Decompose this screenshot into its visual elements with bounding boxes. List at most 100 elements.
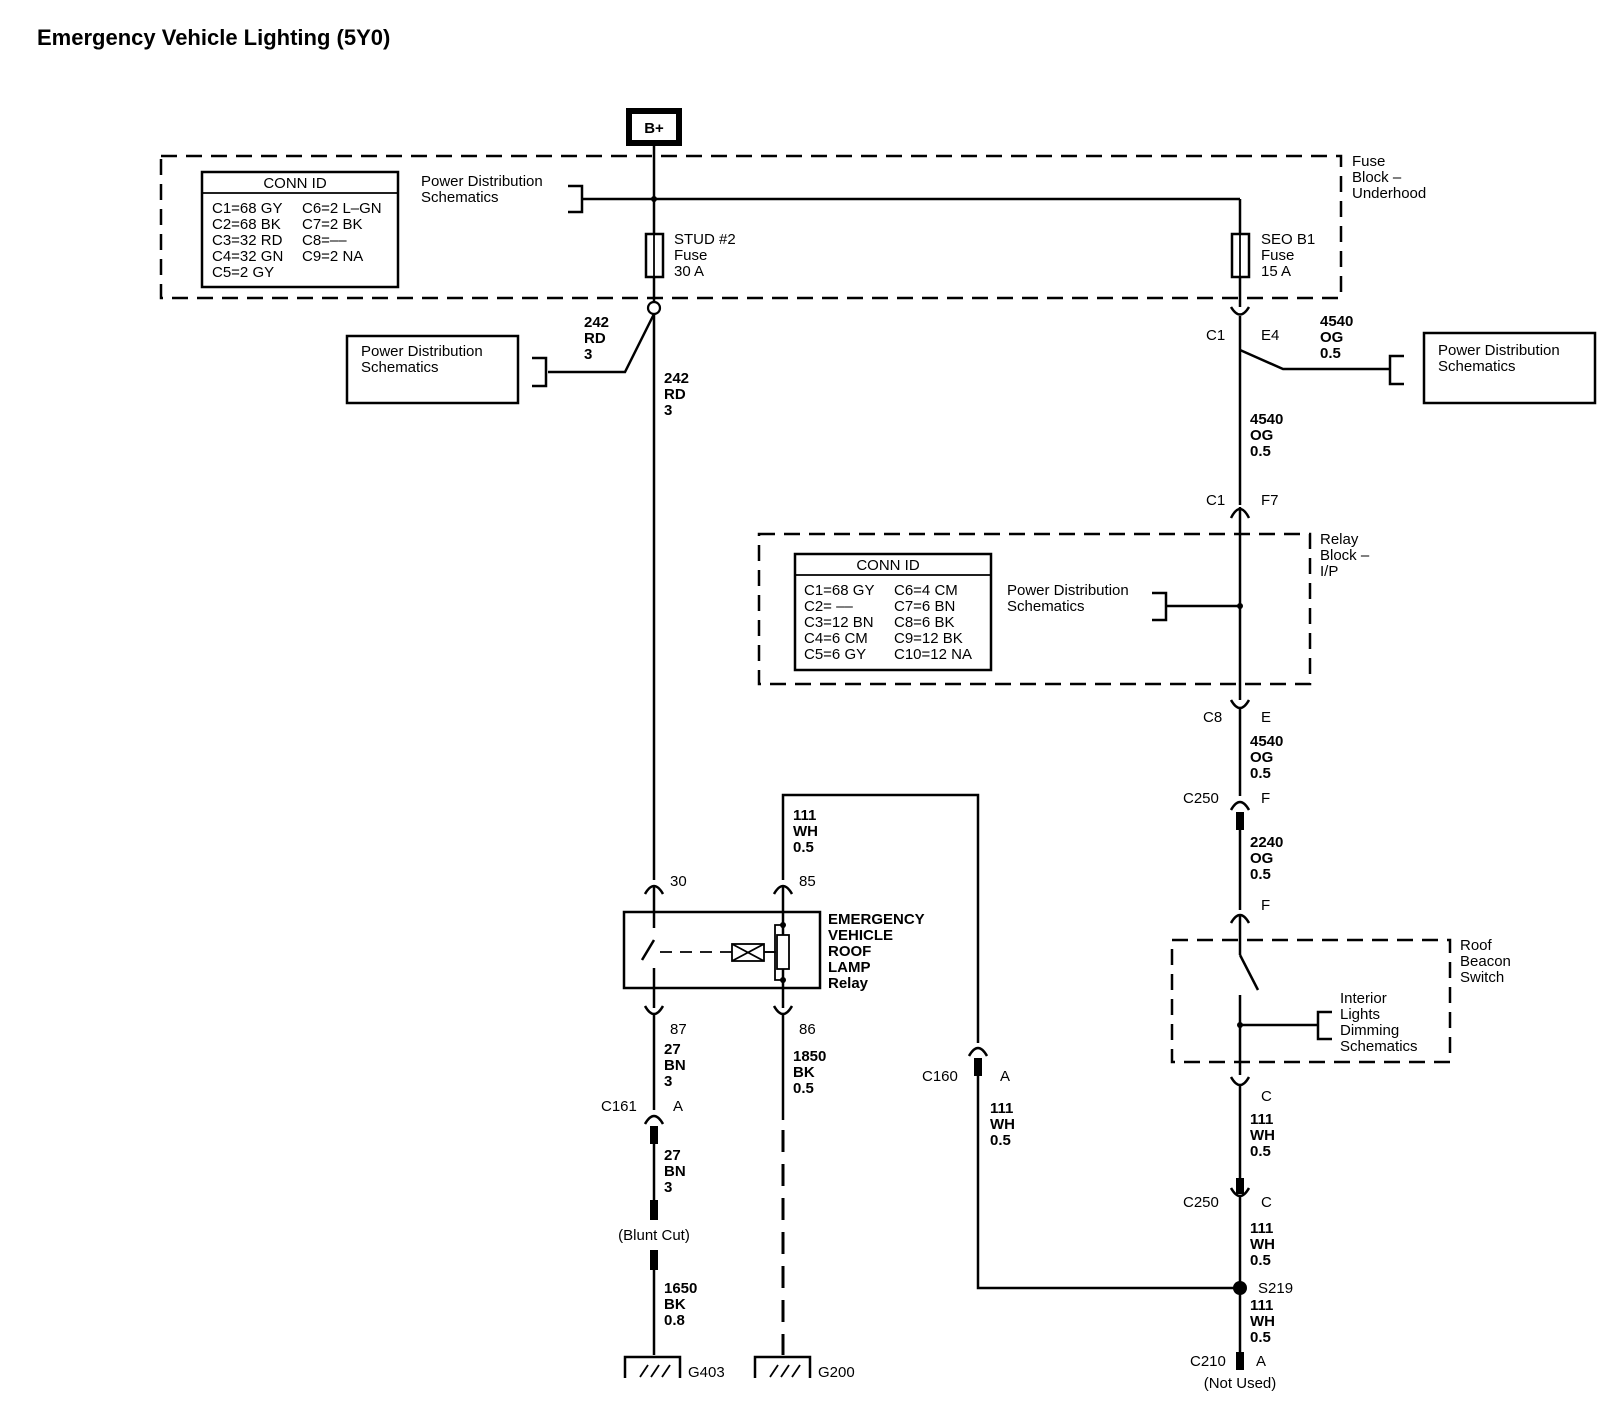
svg-text:C2= ––: C2= –– <box>804 598 853 615</box>
wire-27-a-label: 27 BN 3 <box>664 1041 686 1090</box>
connector-switch-c: C <box>1229 1076 1272 1180</box>
svg-text:111: 111 <box>1250 1297 1273 1314</box>
svg-text:30: 30 <box>670 873 687 890</box>
svg-text:C9=12 BK: C9=12 BK <box>894 630 963 647</box>
svg-text:2240: 2240 <box>1250 834 1283 851</box>
svg-text:C10=12 NA: C10=12 NA <box>894 646 972 663</box>
svg-text:Power Distribution: Power Distribution <box>1438 342 1560 359</box>
svg-text:C7=6 BN: C7=6 BN <box>894 598 955 615</box>
relay-coil <box>731 922 790 1008</box>
svg-text:86: 86 <box>799 1021 816 1038</box>
wire-111-c250-label: 111 WH 0.5 <box>1250 1220 1275 1269</box>
svg-text:C250: C250 <box>1183 1194 1219 1211</box>
svg-text:VEHICLE: VEHICLE <box>828 927 893 944</box>
connector-c250-c: C250 C <box>1183 1178 1272 1288</box>
svg-text:C6=2 L–GN: C6=2 L–GN <box>302 200 382 217</box>
svg-text:Fuse: Fuse <box>1261 247 1294 264</box>
connector-c210-a: C210 A (Not Used) <box>1190 1352 1276 1392</box>
connector-c161-a: C161 A <box>601 1098 683 1144</box>
svg-text:C7=2 BK: C7=2 BK <box>302 216 362 233</box>
svg-text:111: 111 <box>990 1100 1013 1117</box>
relay-pin-85: 85 <box>772 873 816 928</box>
blunt-cut: (Blunt Cut) <box>618 1200 690 1270</box>
svg-text:C250: C250 <box>1183 790 1219 807</box>
svg-text:OG: OG <box>1320 329 1343 346</box>
conn-id-table-fuse-block: CONN ID C1=68 GY C2=68 BK C3=32 RD C4=32… <box>200 170 400 289</box>
ground-g200: G200 <box>753 1355 855 1381</box>
wire-4540-e4-label: 4540 OG 0.5 <box>1320 313 1353 362</box>
svg-text:C160: C160 <box>922 1068 958 1085</box>
svg-text:OG: OG <box>1250 850 1273 867</box>
power-dist-ref-relay-block: Power Distribution Schematics <box>1007 582 1243 622</box>
svg-text:Dimming: Dimming <box>1340 1022 1399 1039</box>
svg-text:1650: 1650 <box>664 1280 697 1297</box>
fuse-block-underhood <box>159 154 1343 300</box>
svg-text:E: E <box>1261 709 1271 726</box>
connector-c250-f: C250 F <box>1183 790 1270 910</box>
wire-111-wh-top <box>781 793 980 1043</box>
power-dist-box-right: Power Distribution Schematics <box>1388 331 1597 405</box>
svg-text:4540: 4540 <box>1320 313 1353 330</box>
wire-1650-label: 1650 BK 0.8 <box>664 1280 697 1329</box>
svg-text:Relay: Relay <box>828 975 869 992</box>
svg-text:WH: WH <box>990 1116 1015 1133</box>
svg-text:Block –: Block – <box>1320 547 1370 564</box>
wire-242-main-label: 242 RD 3 <box>664 370 689 419</box>
svg-text:G200: G200 <box>818 1364 855 1381</box>
svg-text:CONN ID: CONN ID <box>856 557 920 574</box>
ground-g403: G403 <box>623 1355 725 1381</box>
svg-text:0.5: 0.5 <box>1320 345 1341 362</box>
svg-text:Schematics: Schematics <box>361 359 439 376</box>
svg-text:BK: BK <box>793 1064 815 1081</box>
wire-111-wh-return <box>976 1076 1240 1290</box>
svg-text:BN: BN <box>664 1057 686 1074</box>
svg-text:C: C <box>1261 1194 1272 1211</box>
svg-text:0.5: 0.5 <box>990 1132 1011 1149</box>
svg-text:Power Distribution: Power Distribution <box>421 173 543 190</box>
roof-beacon-switch-label: Roof Beacon Switch <box>1460 937 1511 986</box>
interior-lights-dimming-ref: Interior Lights Dimming Schematics <box>1316 990 1418 1055</box>
svg-text:WH: WH <box>1250 1127 1275 1144</box>
svg-text:C8: C8 <box>1203 709 1222 726</box>
svg-text:C8=6 BK: C8=6 BK <box>894 614 954 631</box>
svg-text:WH: WH <box>793 823 818 840</box>
svg-text:Power Distribution: Power Distribution <box>361 343 483 360</box>
switch-contact <box>1238 954 1260 991</box>
svg-text:4540: 4540 <box>1250 411 1283 428</box>
svg-text:C2=68 BK: C2=68 BK <box>212 216 281 233</box>
svg-text:0.5: 0.5 <box>1250 866 1271 883</box>
relay-switch-contact <box>640 916 734 1008</box>
svg-text:3: 3 <box>584 346 592 363</box>
connector-c8-e: C8 E <box>1203 699 1271 796</box>
wire-1850-label: 1850 BK 0.5 <box>793 1048 826 1097</box>
relay-pin-30: 30 <box>643 873 687 916</box>
svg-text:242: 242 <box>664 370 689 387</box>
svg-text:111: 111 <box>1250 1220 1273 1237</box>
svg-text:3: 3 <box>664 1179 672 1196</box>
svg-text:0.5: 0.5 <box>1250 1143 1271 1160</box>
svg-text:A: A <box>1256 1353 1266 1370</box>
svg-text:0.5: 0.5 <box>793 839 814 856</box>
relay-label: EMERGENCY VEHICLE ROOF LAMP Relay <box>828 911 925 992</box>
svg-text:WH: WH <box>1250 1313 1275 1330</box>
fuse-seo-b1: SEO B1 Fuse 15 A <box>1230 231 1315 307</box>
connector-c1-e4: C1 E4 <box>1206 306 1279 350</box>
emergency-vehicle-roof-lamp-relay <box>622 910 822 990</box>
wire-111-c-label: 111 WH 0.5 <box>1250 1111 1275 1160</box>
wire-111-c160-label: 111 WH 0.5 <box>990 1100 1015 1149</box>
connector-c160-a: C160 A <box>922 1046 1010 1085</box>
svg-text:27: 27 <box>664 1041 681 1058</box>
svg-text:Block –: Block – <box>1352 169 1402 186</box>
diagram-title: Emergency Vehicle Lighting (5Y0) <box>37 25 390 50</box>
svg-text:A: A <box>673 1098 683 1115</box>
fuse-block-underhood-label: Fuse Block – Underhood <box>1352 153 1426 202</box>
svg-text:0.5: 0.5 <box>1250 443 1271 460</box>
svg-text:Interior: Interior <box>1340 990 1387 1007</box>
svg-text:E4: E4 <box>1261 327 1279 344</box>
svg-text:C1: C1 <box>1206 492 1225 509</box>
splice-s219-label: S219 <box>1258 1280 1293 1297</box>
svg-text:I/P: I/P <box>1320 563 1338 580</box>
svg-text:C4=32 GN: C4=32 GN <box>212 248 283 265</box>
svg-text:C1: C1 <box>1206 327 1225 344</box>
